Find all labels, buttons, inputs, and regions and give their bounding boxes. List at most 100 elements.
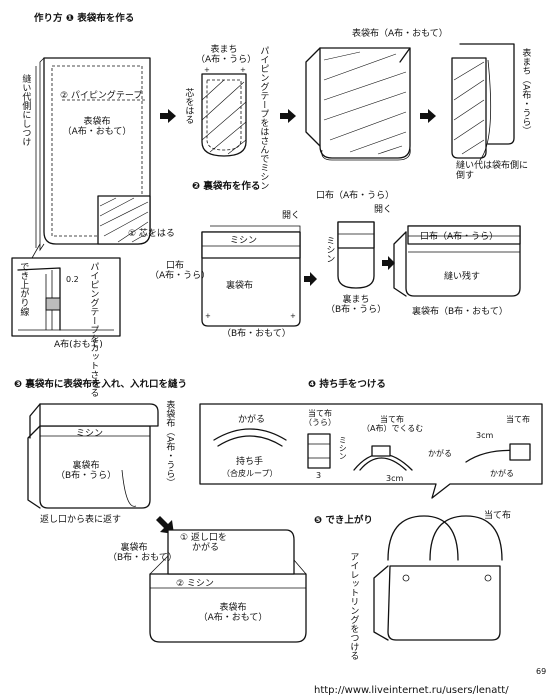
step3-title: ❸ 裏袋布に表袋布を入れ、入れ口を縫う [14, 379, 187, 390]
step5-title: ❺ でき上がり [314, 515, 373, 526]
arrow-right [280, 109, 296, 123]
outer-bag-label-line2: （A布・おもて） [62, 126, 132, 137]
step4-machine-label: ミシン [338, 436, 348, 460]
arrow-right [304, 272, 317, 286]
svg-text:+: + [290, 312, 296, 320]
step4-title-text: 持ち手をつける [319, 379, 386, 390]
patch-wrap-line1: 当て布 [380, 415, 404, 424]
handle-callout [199, 403, 543, 499]
page-number: 69 [536, 667, 547, 676]
outer-bag-side-view [451, 43, 515, 161]
handle-sub-label: （合皮ループ） [222, 469, 278, 478]
outer-bag-a-label: 表袋布（A布・おもて） [352, 29, 448, 39]
svg-text:+: + [205, 312, 211, 320]
svg-text:+: + [204, 66, 210, 74]
seam-width: 0.2 [66, 275, 79, 284]
piping-tape-label: ② パイピングテープ [60, 91, 143, 101]
whip-stitch-label-3: かがる [490, 469, 514, 478]
lining-gusset-line1: 裏まち [342, 295, 370, 305]
mouth-fabric-line2: （A布・うら） [150, 270, 211, 281]
gusset-label-line1: 表まち [210, 45, 238, 55]
lining-gusset-piece [337, 221, 375, 289]
patch-wrap-label: 当て布 （A布）でくるむ [362, 415, 424, 434]
mouth-fabric-line1: 口布 [165, 261, 184, 271]
handle-label: 持ち手 [236, 457, 264, 467]
step4-title: ❹ 持ち手をつける [308, 379, 386, 390]
finished-bag [373, 515, 503, 641]
step5-number: ❺ [314, 515, 323, 526]
eyelet-note: アイレットリングをつける [348, 552, 359, 660]
dim-3cm: 3cm [386, 474, 404, 483]
step4-number: ❹ [308, 379, 317, 390]
patch-line2: （うら） [304, 417, 336, 427]
sew-with-piping-note: パイピングテープをはさんでミシン [258, 46, 269, 190]
turn-right-side-note: 返し口から表に返す [40, 515, 122, 525]
leave-open-label: 縫い残す [444, 272, 481, 282]
arrow-right [382, 256, 395, 270]
lining-gusset-label: 裏まち （B布・うら） [326, 295, 387, 316]
step2-title: ❷ 裏袋布を作る [192, 181, 261, 192]
step3-lining-line1: 裏袋布 [72, 461, 100, 471]
gusset-label-line2: （A布・うら） [196, 54, 257, 65]
section-title: 作り方 ❶ 表袋布を作る [34, 13, 135, 24]
step3-number: ❸ [14, 379, 23, 390]
outer-bag-assembly [305, 47, 411, 161]
outer-bag-vertical-label: 表袋布（A布・うら） [164, 400, 175, 488]
baste-seam-note: 縫い代側にしつけ [20, 74, 31, 146]
interfacing-note: ① 芯をはる [128, 229, 175, 239]
patch-b-label: 当て布 [506, 415, 530, 424]
close-opening-line1: ① 返し口を [180, 533, 227, 543]
interface-note: 芯をはる [183, 88, 194, 124]
gusset-piece: ++ [201, 66, 247, 157]
step3-machine-b-label: ② ミシン [176, 579, 214, 589]
open-label: 開く [282, 211, 301, 221]
step3-title-text: 裏袋布に表袋布を入れ、入れ口を縫う [25, 379, 187, 390]
piping-detail-callout [11, 243, 121, 337]
svg-text:+: + [240, 66, 246, 74]
step5-title-text: でき上がり [325, 515, 373, 526]
lining-bag-label: 裏袋布 [226, 281, 254, 291]
outer-bag-pattern-sheet [35, 57, 151, 252]
open-label-2: 開く [374, 205, 393, 215]
step3-machine-label: ミシン [76, 429, 104, 439]
patch-line1: 当て布 [308, 409, 332, 418]
step3-lining-label: 裏袋布 （B布・うら） [56, 461, 117, 482]
machine-stitch-vertical: ミシン [324, 236, 335, 263]
arrow-right [160, 109, 176, 123]
arrow-right [420, 109, 436, 123]
mouth-fabric-label: 口布 （A布・うら） [150, 261, 211, 282]
piping-cut-note: パイピングテープをカットさせる [88, 262, 99, 397]
outer-gusset-a-label: 表まち（A布・うら） [520, 48, 531, 136]
step-title: 表袋布を作る [77, 13, 135, 24]
whip-stitch-label: かがる [238, 415, 266, 425]
step2-number: ❷ [192, 181, 201, 192]
b-fabric-label: （B布・おもて） [222, 329, 291, 339]
seam-direction-note: 縫い代は袋布側に倒す [456, 161, 529, 181]
section-title-label: 作り方 [34, 13, 63, 24]
outer-bag-label: 表袋布 （A布・おもて） [62, 117, 132, 138]
bag-turned-right-side [149, 529, 307, 643]
step2-title-text: 裏袋布を作る [203, 181, 261, 192]
mouth-fabric-c-label: 口布（A布・うら） [420, 232, 499, 242]
lining-bag-b-label: 裏袋布（B布・おもて） [412, 307, 508, 317]
step3-lining-b-label: 裏袋布 （B布・おもて） [108, 543, 177, 564]
step3-lining-line2: （B布・うら） [56, 470, 117, 481]
lining-bag-assembly [393, 225, 521, 297]
lining-gusset-line2: （B布・うら） [326, 304, 387, 315]
close-opening-line2: かがる [192, 542, 220, 553]
finish-line-label: でき上がり線 [18, 262, 29, 316]
outer-bag-label-line1: 表袋布 [83, 117, 111, 127]
source-url[interactable]: http://www.liveinternet.ru/users/lenatt/ [314, 685, 509, 696]
step4-num3: 3 [316, 471, 322, 480]
bag-inside-out [27, 403, 159, 509]
patch-wrap-line2: （A布）でくるむ [362, 423, 424, 433]
patch-label: 当て布 （うら） [300, 409, 340, 428]
close-opening-note: ① 返し口を かがる [180, 533, 227, 554]
mouth-fabric-b-label: 口布（A布・うら） [316, 191, 395, 201]
whip-stitch-label-2: かがる [428, 449, 452, 458]
step3-outer-bag-label: 表袋布 （A布・おもて） [198, 603, 268, 624]
step5-patch-label: 当て布 [484, 511, 512, 521]
a-fabric-right-side: A布(おもて) [54, 340, 103, 350]
